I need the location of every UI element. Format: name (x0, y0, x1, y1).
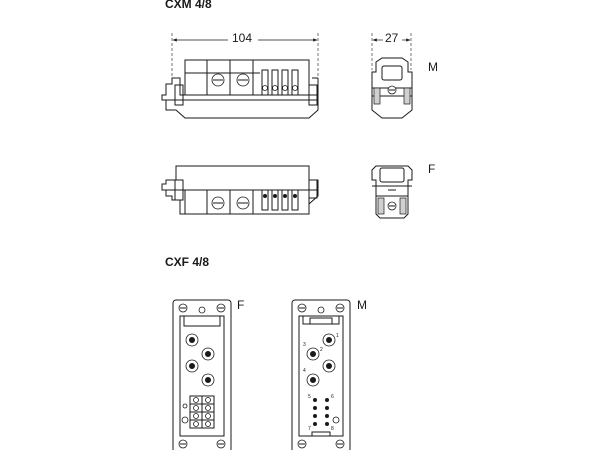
male-end-view (371, 57, 413, 119)
face-label-m: M (357, 298, 367, 312)
view-label-m-side: M (428, 60, 438, 74)
contact-number-6: 6 (331, 394, 334, 400)
contact-number-3: 3 (303, 342, 306, 348)
title-cxm: CXM 4/8 (165, 0, 212, 11)
female-contact-face (172, 299, 232, 450)
male-side-view (161, 59, 319, 119)
contact-number-1: 1 (336, 333, 339, 339)
dimension-width (171, 33, 319, 80)
view-label-f-side: F (428, 162, 436, 176)
female-side-view (161, 165, 319, 215)
contact-number-8: 8 (331, 426, 334, 432)
contact-number-4: 4 (303, 368, 306, 374)
title-cxf: CXF 4/8 (165, 255, 210, 269)
contact-number-7: 7 (308, 426, 311, 432)
dimension-width-label: 104 (232, 31, 253, 45)
male-contact-face (291, 299, 351, 450)
contact-number-2: 2 (320, 347, 323, 353)
female-end-view (371, 165, 413, 219)
face-label-f: F (237, 298, 245, 312)
dimension-depth (371, 33, 412, 70)
contact-number-5: 5 (308, 394, 311, 400)
dimension-depth-label: 27 (385, 31, 399, 45)
